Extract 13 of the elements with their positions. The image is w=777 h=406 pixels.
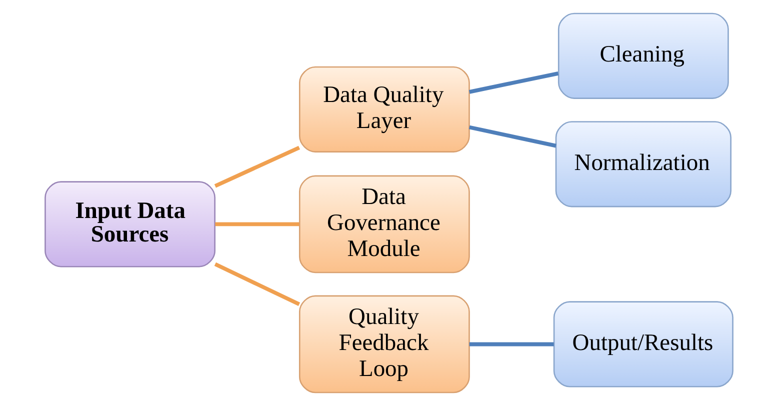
node-box: Data Quality Layer — [298, 66, 470, 152]
node-box: Data Governance Module — [298, 175, 470, 274]
node-box: Quality Feedback Loop — [298, 295, 470, 394]
node-box: Output/Results — [552, 301, 733, 388]
connector — [214, 222, 299, 226]
connector — [214, 146, 300, 188]
connector — [468, 71, 558, 94]
connector — [468, 125, 556, 148]
node-box: Normalization — [554, 121, 731, 208]
connector — [468, 342, 554, 346]
connector — [214, 262, 300, 306]
node-box: Cleaning — [557, 12, 728, 99]
node-box: Input Data Sources — [44, 181, 215, 268]
